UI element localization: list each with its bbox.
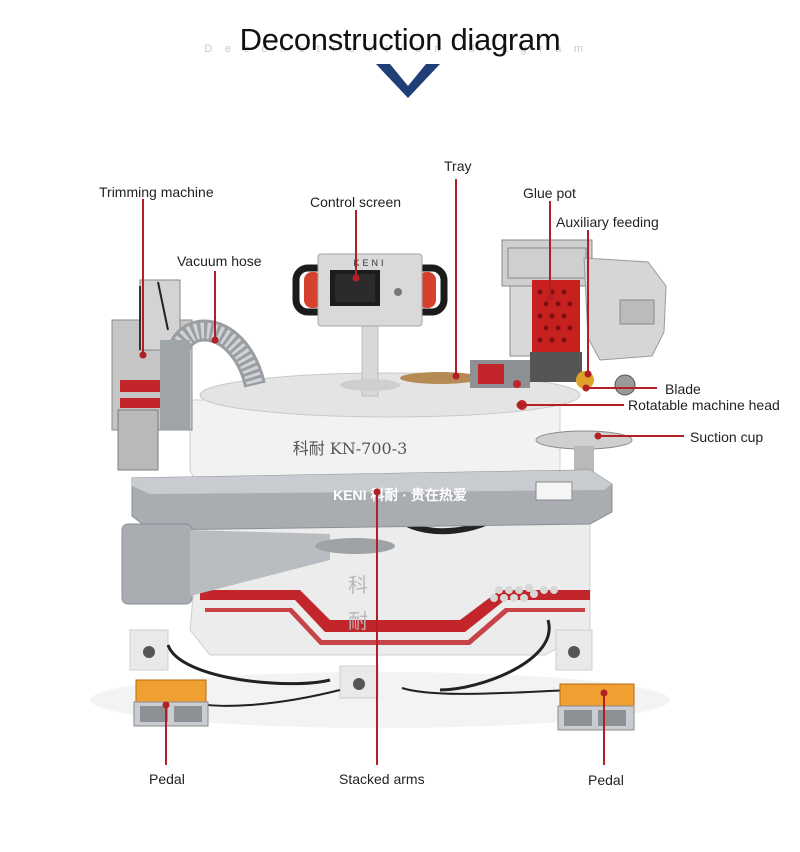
foot-left (129, 629, 169, 671)
pedal-left-shape (133, 679, 209, 727)
base-mark-2: 耐 (348, 609, 368, 633)
title-echo: Deconstruction diagram (204, 43, 596, 55)
page-title: Deconstruction diagram (239, 22, 561, 57)
callout-dot-auxiliary-feeding (584, 370, 592, 378)
arm-slogan: KENI 科耐 · 贵在热爱 (333, 487, 467, 503)
label-pedal-left: Pedal (149, 771, 185, 787)
callout-dot-stacked-arms (373, 488, 381, 496)
label-vacuum-hose: Vacuum hose (177, 253, 262, 269)
label-blade: Blade (665, 381, 701, 397)
label-trimming-machine: Trimming machine (99, 184, 214, 200)
callout-dot-glue-pot (546, 293, 554, 301)
callout-dot-vacuum-hose (211, 336, 219, 344)
label-glue-pot: Glue pot (523, 185, 576, 201)
label-suction-cup: Suction cup (690, 429, 764, 445)
label-rotatable-machine-head: Rotatable machine head (628, 397, 780, 413)
foot-right (555, 629, 593, 671)
chevron-down-icon (376, 64, 440, 98)
pedal-right-shape (557, 683, 635, 731)
callout-dot-pedal-right (600, 689, 608, 697)
callout-dot-blade (582, 384, 590, 392)
callout-dot-tray (452, 372, 460, 380)
callout-dot-rotatable-head (516, 401, 524, 409)
screen-brand: KENI (353, 258, 386, 268)
label-control-screen: Control screen (310, 194, 402, 210)
callout-dot-trimming-machine (139, 351, 147, 359)
label-auxiliary-feeding: Auxiliary feeding (556, 214, 659, 230)
callout-dot-pedal-left (162, 701, 170, 709)
base-mark-1: 科 (348, 573, 368, 597)
callout-dot-control-screen (352, 274, 360, 282)
foot-center (339, 665, 379, 699)
callout-dot-suction-cup (594, 432, 602, 440)
label-pedal-right: Pedal (588, 772, 624, 788)
model-plate: 科耐 KN-700-3 (293, 439, 408, 458)
label-stacked-arms: Stacked arms (339, 771, 425, 787)
label-tray: Tray (444, 158, 472, 174)
